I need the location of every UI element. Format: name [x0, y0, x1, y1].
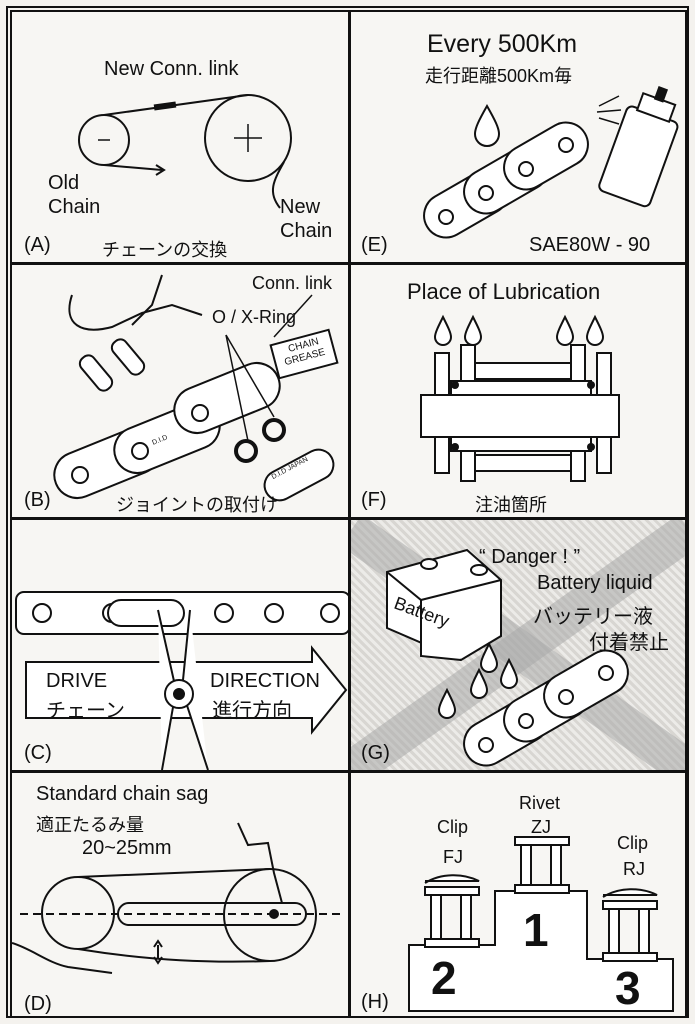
rivet-label: Rivet: [519, 793, 561, 813]
new-chain-label: New: [280, 196, 321, 218]
clip-pliers-illustration: [15, 591, 348, 770]
panel-b-joint-installation: Conn. link O / X-Ring CHAIN GREASE D.I.D…: [10, 263, 350, 519]
rank-2: 2: [431, 952, 457, 1004]
panel-caption: チェーンの交換: [102, 240, 228, 260]
rank-3: 3: [615, 962, 641, 1014]
rank-1: 1: [523, 904, 549, 956]
panel-a-chain-replacement: New Conn. link Old Chain New Chain (A) チ…: [10, 10, 350, 264]
direction-label: DIRECTION: [210, 670, 320, 692]
panel-e-lubrication-interval: Every 500Km 走行距離500Km毎 SAE80W - 90 (E): [349, 10, 687, 264]
panel-label: (F): [361, 489, 387, 511]
joint-installation-illustration: [53, 274, 339, 502]
chain-spray-illustration: [423, 86, 679, 239]
panel-caption: 注油箇所: [475, 495, 547, 515]
panel-label: (B): [24, 489, 51, 511]
panel-label: (G): [361, 742, 390, 764]
battery-liquid-label: Battery liquid: [537, 572, 653, 594]
danger-label: “ Danger ! ”: [479, 546, 581, 568]
panel-caption: ジョイントの取付け: [116, 495, 278, 515]
new-conn-link-label: New Conn. link: [104, 58, 239, 80]
conn-link-label: Conn. link: [252, 273, 333, 293]
panel-g-battery-warning: Battery “ Danger ! ” Battery liquid バッテリ…: [349, 518, 687, 772]
clip-rj-label: Clip: [617, 833, 649, 853]
fj-label: FJ: [443, 847, 463, 867]
panel-label: (C): [24, 742, 52, 764]
panel-d-chain-sag: Standard chain sag 適正たるみ量 20~25mm (D): [10, 771, 350, 1018]
no-contact-jp: 付着禁止: [589, 632, 669, 654]
panel-f-lubrication-points: Place of Lubrication (F) 注油箇所: [349, 263, 687, 519]
battery-warning-illustration: [351, 520, 685, 770]
panel-label: (H): [361, 991, 389, 1013]
sag-range: 20~25mm: [82, 837, 172, 859]
clip-fj-label: Clip: [437, 817, 469, 837]
lubrication-points-diagram: [420, 314, 620, 482]
interval-title: Every 500Km: [427, 30, 578, 58]
chain-sag-illustration: [12, 822, 342, 974]
zj-label: ZJ: [531, 817, 551, 837]
panel-label: (E): [361, 234, 388, 256]
panel-c-drive-direction: DRIVE チェーン DIRECTION 進行方向 (C): [10, 518, 350, 772]
sag-subtitle-jp: 適正たるみ量: [36, 815, 144, 835]
drive-label-jp: チェーン: [46, 700, 125, 722]
battery-liquid-jp: バッテリー液: [533, 606, 653, 628]
new-chain-label-2: Chain: [280, 220, 333, 242]
chain-replacement-illustration: [78, 94, 292, 209]
rj-label: RJ: [623, 859, 645, 879]
joint-types-podium: [408, 836, 674, 1012]
o-x-ring-label: O / X-Ring: [212, 307, 297, 327]
drive-label: DRIVE: [46, 670, 108, 692]
interval-title-jp: 走行距離500Km毎: [425, 66, 573, 86]
panel-label: (D): [24, 993, 52, 1015]
oil-grade: SAE80W - 90: [529, 234, 651, 256]
sag-title: Standard chain sag: [36, 783, 209, 805]
old-chain-label-2: Chain: [48, 196, 101, 218]
panel-label: (A): [24, 234, 51, 256]
direction-label-jp: 進行方向: [212, 700, 292, 722]
old-chain-label: Old: [48, 172, 80, 194]
lubrication-title: Place of Lubrication: [407, 279, 601, 304]
instruction-sheet: New Conn. link Old Chain New Chain (A) チ…: [6, 6, 689, 1018]
panel-h-joint-ranking: Rivet ZJ Clip FJ Clip RJ 1 2 3 (H): [349, 771, 687, 1018]
